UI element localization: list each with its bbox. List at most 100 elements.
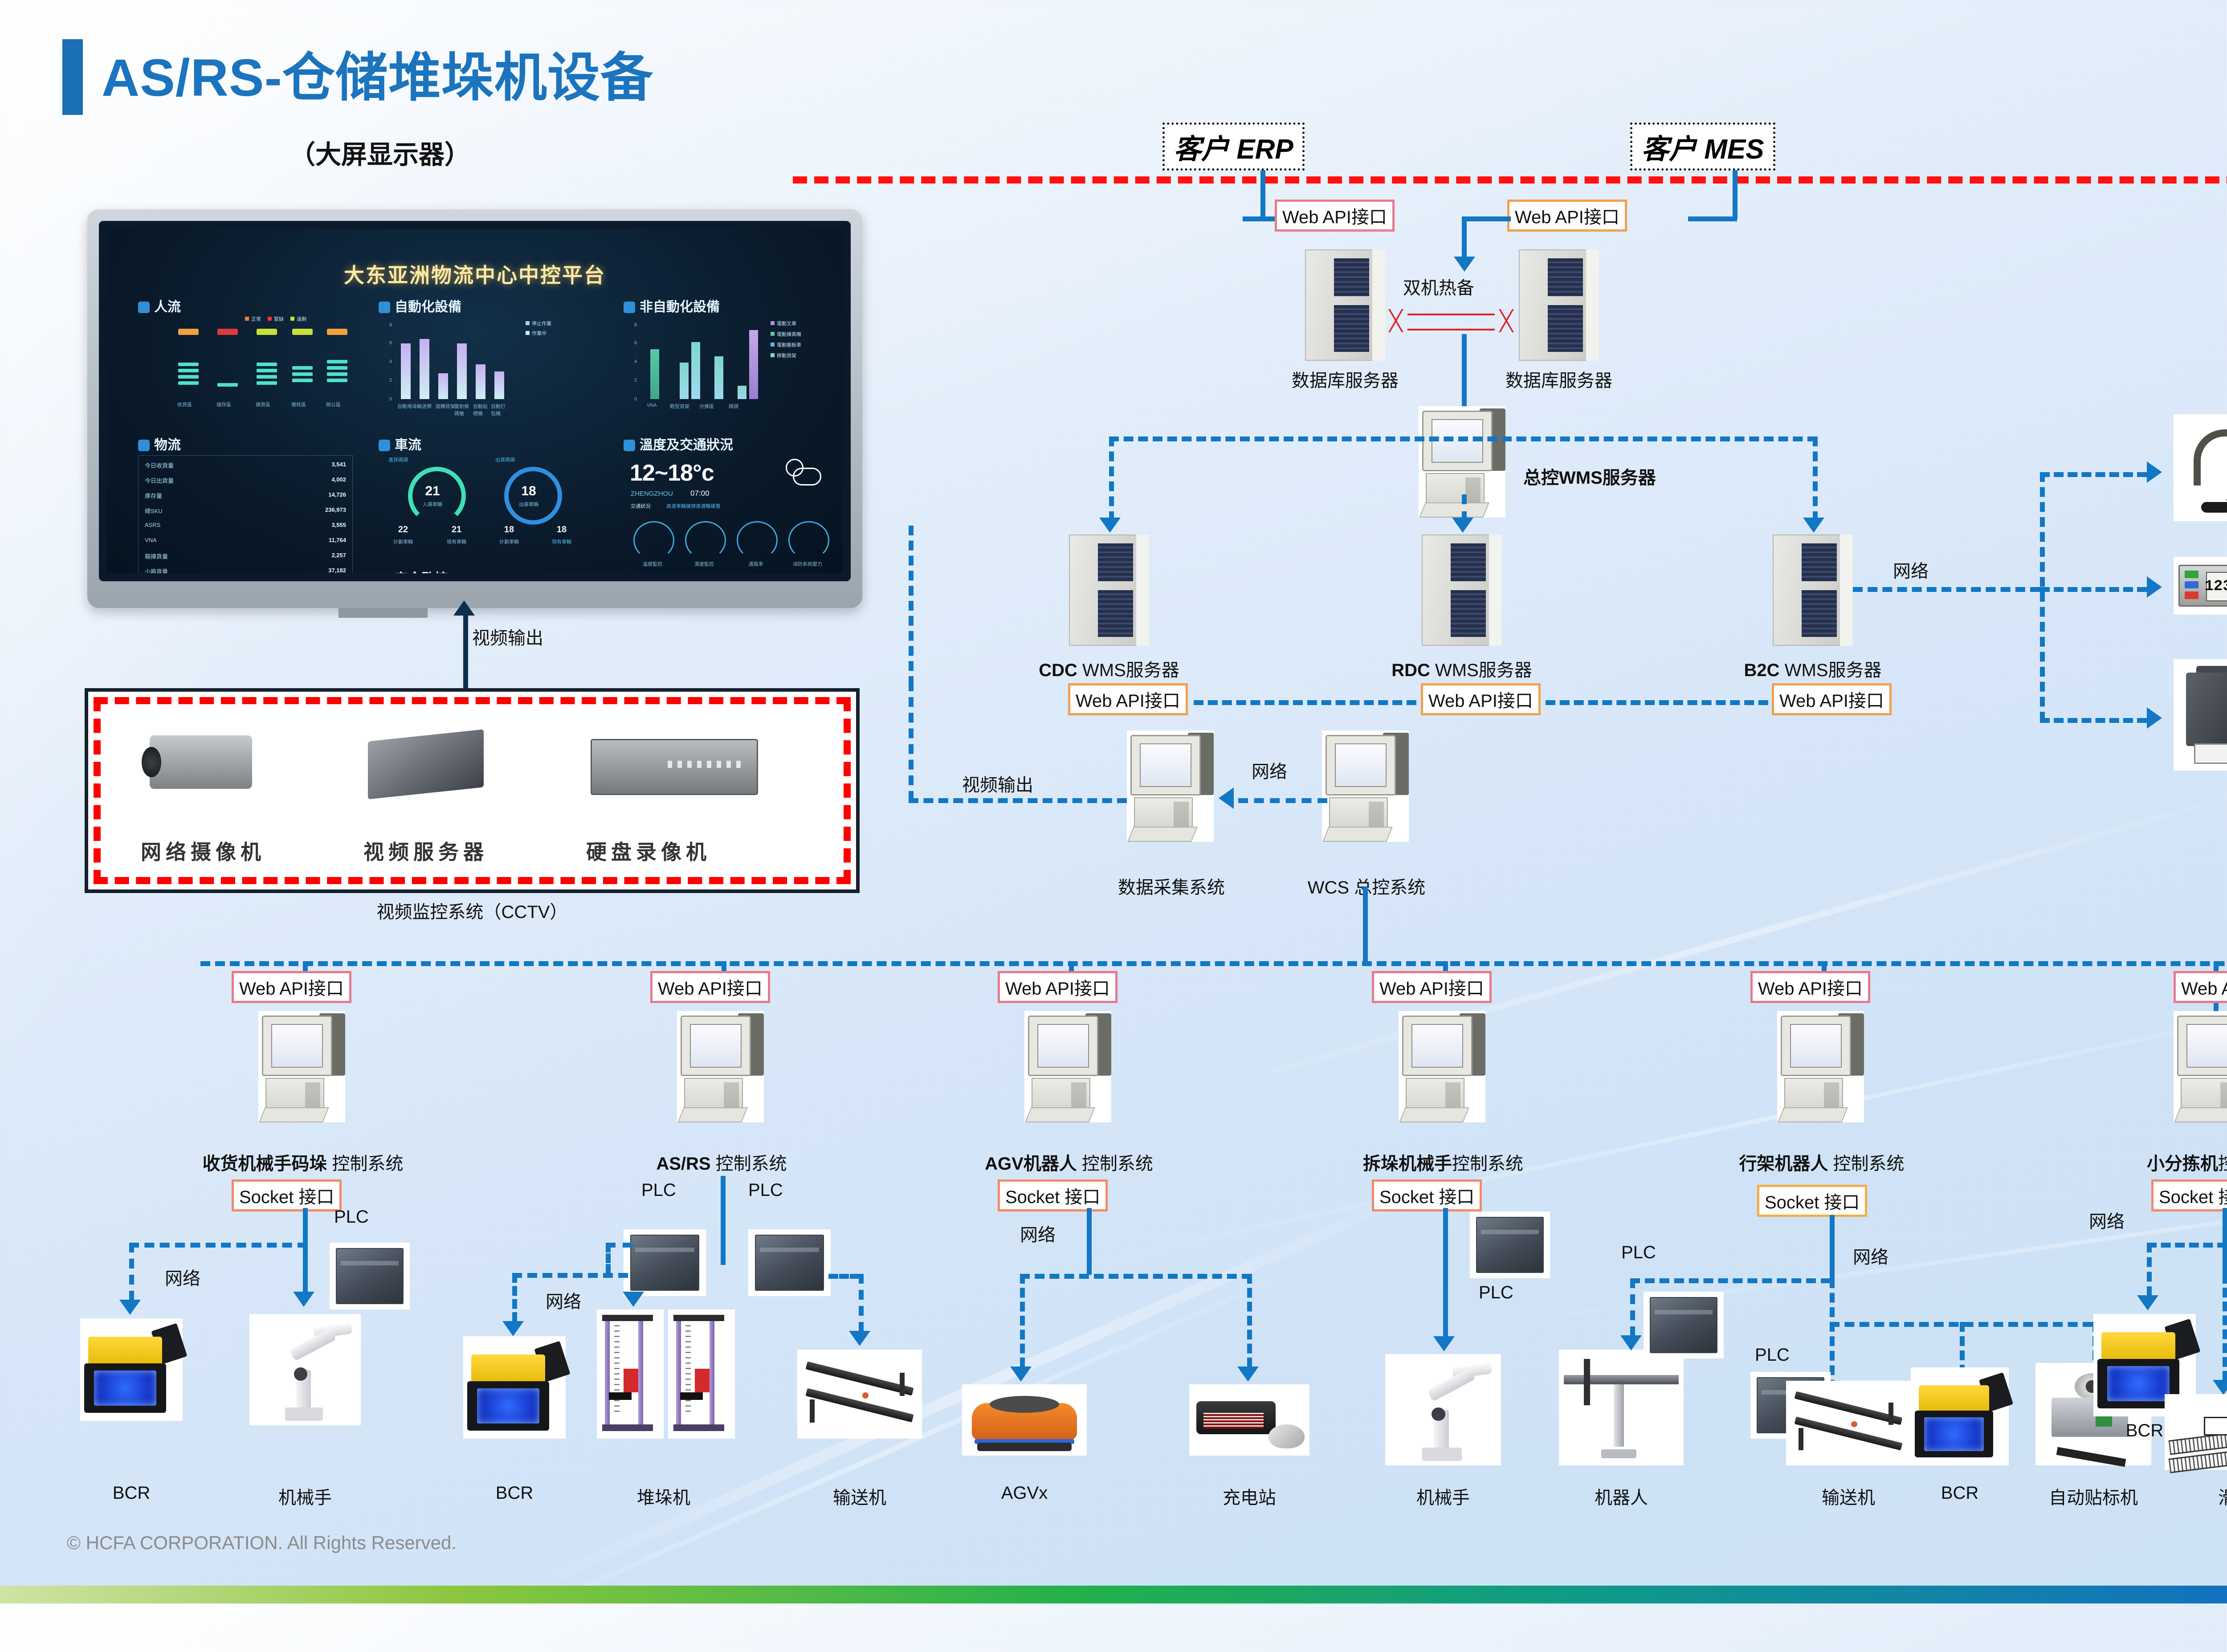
col5-device-label: 自动贴标机 [2049,1488,2138,1508]
api-bridge-line [1462,216,1511,221]
col3-socket-box[interactable]: Socket 接口 [998,1179,1108,1211]
col3-charger-arrow [1237,1366,1259,1382]
col2-device-label: 输送机 [833,1488,886,1508]
col1-control-pc [258,1011,345,1122]
col6-bcr-drop [2147,1243,2152,1296]
col6-control-pc [2174,1011,2227,1122]
nonauto-cat: 分揀區 [699,404,714,409]
wms-arrow-b2c [1803,518,1824,533]
col6-net-label: 网络 [2089,1212,2125,1232]
hot-standby-label: 双机热备 [1403,278,1474,298]
weather-icon [786,459,821,485]
people-zone-label: 複核區 [291,402,306,408]
col3-left-drop [1020,1274,1025,1367]
col6-web-api-box[interactable]: Web API接口 [2174,971,2227,1003]
col5-device-label: BCR [1941,1483,1979,1503]
network-camera-icon [142,735,252,789]
col1-net-drop [129,1243,134,1301]
vehicle-stat-value: 22 [398,525,408,534]
page-subtitle: （大屏显示器） [290,140,471,169]
col3-agv-arrow [1010,1366,1032,1382]
acq-video-out-line [909,798,1127,803]
database-server-2 [1519,249,1599,361]
video-output-label-2: 视频输出 [962,775,1033,795]
col5-web-api-box[interactable]: Web API接口 [1750,971,1870,1003]
nonauto-cat: 輕型貨架 [670,404,689,409]
col3-control-pc [1024,1011,1111,1122]
panel-vehicles-header: 車流 [379,434,601,453]
gantry-robot-icon [1559,1350,1684,1465]
nonauto-legend: 電動揀高機 [771,330,801,338]
people-zone-label: 儲存區 [216,402,231,408]
vehicle-out-sub: 出庫車輛 [519,502,538,507]
network-label-mid: 网络 [1252,762,1287,782]
electronic-label-icon: 123456 [2174,557,2227,615]
wms-arrow-cdc [1099,518,1121,533]
forklift-icon [624,302,635,313]
col1-web-api-box[interactable]: Web API接口 [232,971,351,1003]
nonauto-cat: VNA [647,403,657,408]
col6-bcr-label: BCR [2125,1421,2164,1440]
printer-icon [2174,659,2227,771]
mes-web-api-box[interactable]: Web API接口 [1507,200,1627,232]
panel-logistics-header: 物流 [138,434,352,453]
col4-socket-box[interactable]: Socket 接口 [1372,1179,1482,1211]
peripheral-arrow-voice [2147,461,2162,483]
cctv-panel: 网络摄像机 视频服务器 硬盘录像机 [85,688,860,893]
col2-web-api-box[interactable]: Web API接口 [650,971,770,1003]
col2-net-label: 网络 [546,1292,581,1312]
erp-box[interactable]: 客户 ERP [1162,122,1305,171]
auto-cat: 自動貼標機 [473,404,488,416]
b2c-web-api-box[interactable]: Web API接口 [1772,683,1892,715]
traffic-label: 交通狀況: [631,504,652,509]
col3-web-api-box[interactable]: Web API接口 [998,971,1118,1003]
col1-plc [330,1243,410,1309]
col2-title: AS/RS 控制系统 [656,1154,787,1174]
vehicle-stat-key: 計劃車輛 [499,539,519,545]
mes-drop-line [1733,170,1738,219]
col5-net-label: 网络 [1853,1248,1888,1267]
peripheral-line-voice [2040,472,2147,477]
wcs-control-system [1322,730,1409,842]
rdc-web-api-box[interactable]: Web API接口 [1421,683,1541,715]
wms-arrow-rdc [1452,518,1473,533]
mes-box[interactable]: 客户 MES [1630,122,1775,171]
nonauto-bar-chart [641,323,758,399]
erp-web-api-box[interactable]: Web API接口 [1275,200,1395,232]
col4-device-label: 机械手 [1416,1488,1470,1508]
col5-socket-box[interactable]: Socket 接口 [1757,1185,1868,1217]
col5-plc-label-1: PLC [1621,1243,1656,1262]
video-server-icon [368,729,484,799]
people-chip [178,329,199,335]
people-zone-label: 揀貨區 [256,402,270,408]
col1-net-line [129,1243,307,1248]
page-title: AS/RS-仓储堆垛机设备 [102,49,653,107]
hot-standby-arrow-icon [1388,307,1514,334]
auto-legend-working: 作業中 [526,330,547,337]
vehicle-in-sub: 入庫車輛 [423,502,442,507]
nonauto-legend: 電動搬板車 [771,341,801,348]
cdc-to-acq-drop [909,526,914,686]
people-stack [292,366,313,385]
auto-cat: 輸送帶 [417,404,432,409]
auto-cat: 雷射條碼槍 [454,404,469,416]
col5-plc-bus [1630,1278,1831,1283]
traffic-value: 高速車輛擁擠速通暢緩慢 [666,504,720,509]
col1-socket-box[interactable]: Socket 接口 [232,1179,342,1211]
db-to-wms-line [1462,334,1467,410]
col3-charging-station-icon [1189,1384,1309,1456]
col5-gantry-arrow [1620,1335,1642,1350]
cdc-web-api-box[interactable]: Web API接口 [1068,683,1188,715]
erp-drop-line [1260,170,1265,219]
col2-crane-arrow [623,1292,644,1307]
col6-socket-box[interactable]: Socket 接口 [2151,1179,2227,1211]
bg-streak-2 [1084,965,2227,1266]
auto-legend-stopped: 停止作業 [526,320,551,327]
dvr-icon [591,739,758,795]
cdc-wms-label: CDC WMS服务器 [1039,661,1179,680]
col3-socket-drop [1087,1208,1092,1275]
col4-web-api-box[interactable]: Web API接口 [1372,971,1492,1003]
